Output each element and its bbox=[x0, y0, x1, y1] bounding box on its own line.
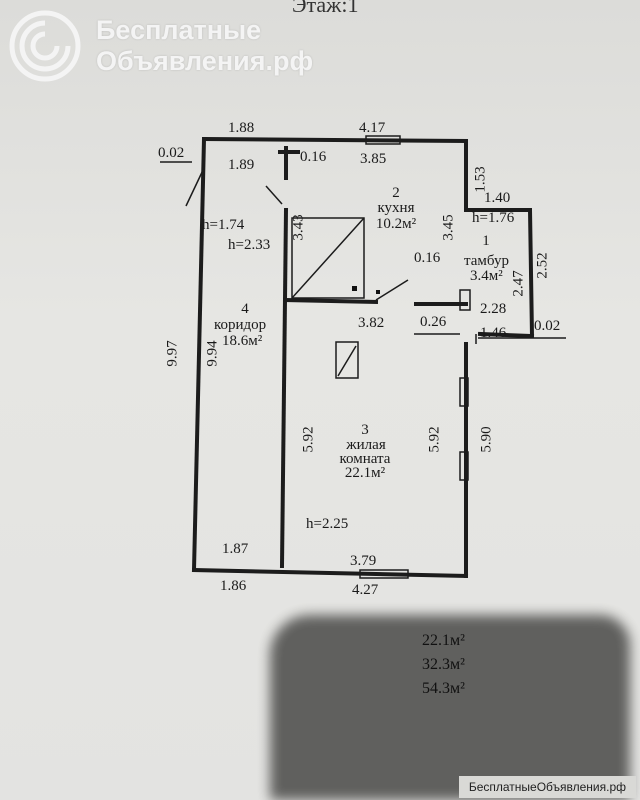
dim-002b: 0.02 bbox=[534, 318, 561, 334]
room-living-number: 3 bbox=[361, 422, 369, 438]
dim-top-left: 1.88 bbox=[228, 120, 255, 136]
room-tambur-number: 1 bbox=[482, 233, 490, 249]
dim-tambur-top: 1.40 bbox=[484, 190, 511, 206]
outer-wall-bottom bbox=[191, 567, 469, 579]
dim-living-bottom-out: 4.27 bbox=[352, 582, 379, 598]
logo-line2: Объявления.рф bbox=[96, 46, 314, 76]
room-corridor-name: коридор bbox=[214, 317, 267, 333]
dim-146: 1.46 bbox=[480, 325, 507, 341]
corridor-inner-wall bbox=[279, 207, 289, 569]
dim-h-233: h=2.33 bbox=[228, 237, 271, 253]
dim-outer-right: 5.90 bbox=[478, 426, 495, 453]
dim-kitchen-left: 3.43 bbox=[290, 214, 307, 241]
tambur-bottom bbox=[477, 331, 535, 339]
dim-tambur-inner: 2.47 bbox=[510, 270, 527, 297]
total-area: 54.3м² bbox=[422, 680, 465, 697]
dim-living-right: 5.92 bbox=[426, 426, 443, 453]
logo-line1: Бесплатные bbox=[96, 14, 262, 45]
room-tambur-name: тамбур bbox=[464, 253, 509, 269]
dim-h-174: h=1.74 bbox=[202, 217, 245, 233]
room-kitchen-area: 10.2м² bbox=[375, 216, 417, 232]
floor-title: Этаж:1 bbox=[292, 0, 359, 17]
stove-box bbox=[291, 217, 365, 299]
tambur-right bbox=[527, 207, 535, 339]
room-corridor-area: 18.6м² bbox=[222, 333, 263, 349]
kitchen-living-wall bbox=[283, 297, 379, 305]
room-kitchen-number: 2 bbox=[392, 185, 400, 201]
stove-dot bbox=[352, 286, 357, 291]
dim-corridor-top: 1.89 bbox=[228, 157, 255, 173]
dim-kitchen-top: 3.85 bbox=[360, 151, 387, 167]
dim-wall-016: 0.16 bbox=[300, 149, 327, 165]
window-top bbox=[365, 135, 401, 145]
dim-corridor-bottom-out: 1.86 bbox=[220, 578, 247, 594]
total-living-area: 22.1м² bbox=[422, 632, 465, 649]
site-logo[interactable]: Бесплатные Объявления.рф bbox=[8, 8, 313, 84]
heater-box bbox=[335, 341, 359, 379]
dim-corridor-outer: 9.97 bbox=[164, 340, 181, 367]
dim-living-bottom-in: 3.79 bbox=[350, 553, 377, 569]
dim-tambur-bottom: 2.28 bbox=[480, 301, 507, 317]
dim-top-right: 4.17 bbox=[359, 120, 386, 136]
dim-026: 0.26 bbox=[420, 314, 447, 330]
room-corridor-number: 4 bbox=[241, 301, 249, 317]
window-right-1 bbox=[459, 377, 469, 407]
total-useful-area: 32.3м² bbox=[422, 656, 465, 673]
outer-wall-left bbox=[191, 136, 207, 573]
watermark[interactable]: БесплатныеОбъявления.рф bbox=[458, 776, 636, 798]
room-living-name1: жилая bbox=[346, 437, 386, 453]
dim-corridor-bottom-in: 1.87 bbox=[222, 541, 249, 557]
room-living-area: 22.1м² bbox=[344, 465, 386, 481]
dim-kitchen-right: 3.45 bbox=[440, 214, 457, 241]
corridor-dot bbox=[376, 290, 380, 294]
room-living-name2: комната bbox=[339, 451, 391, 467]
dim-living-left: 5.92 bbox=[300, 426, 317, 453]
room-kitchen-name: кухня bbox=[377, 200, 415, 216]
window-right-2 bbox=[459, 451, 469, 481]
dim-right-153: 1.53 bbox=[472, 166, 489, 193]
dim-tambur-right: 2.52 bbox=[534, 252, 551, 279]
dim-wall-016b: 0.16 bbox=[414, 250, 441, 266]
window-bottom bbox=[359, 569, 409, 579]
dim-corridor-inner: 9.94 bbox=[204, 340, 221, 367]
outer-wall-top bbox=[201, 136, 469, 144]
dim-living-top: 3.82 bbox=[358, 315, 385, 331]
hand-shadow bbox=[270, 615, 630, 800]
logo-icon bbox=[9, 10, 81, 82]
dim-h-225: h=2.25 bbox=[306, 516, 349, 532]
dim-h-176: h=1.76 bbox=[472, 210, 515, 226]
dim-small-left: 0.02 bbox=[158, 145, 185, 161]
room-tambur-area: 3.4м² bbox=[470, 268, 503, 284]
